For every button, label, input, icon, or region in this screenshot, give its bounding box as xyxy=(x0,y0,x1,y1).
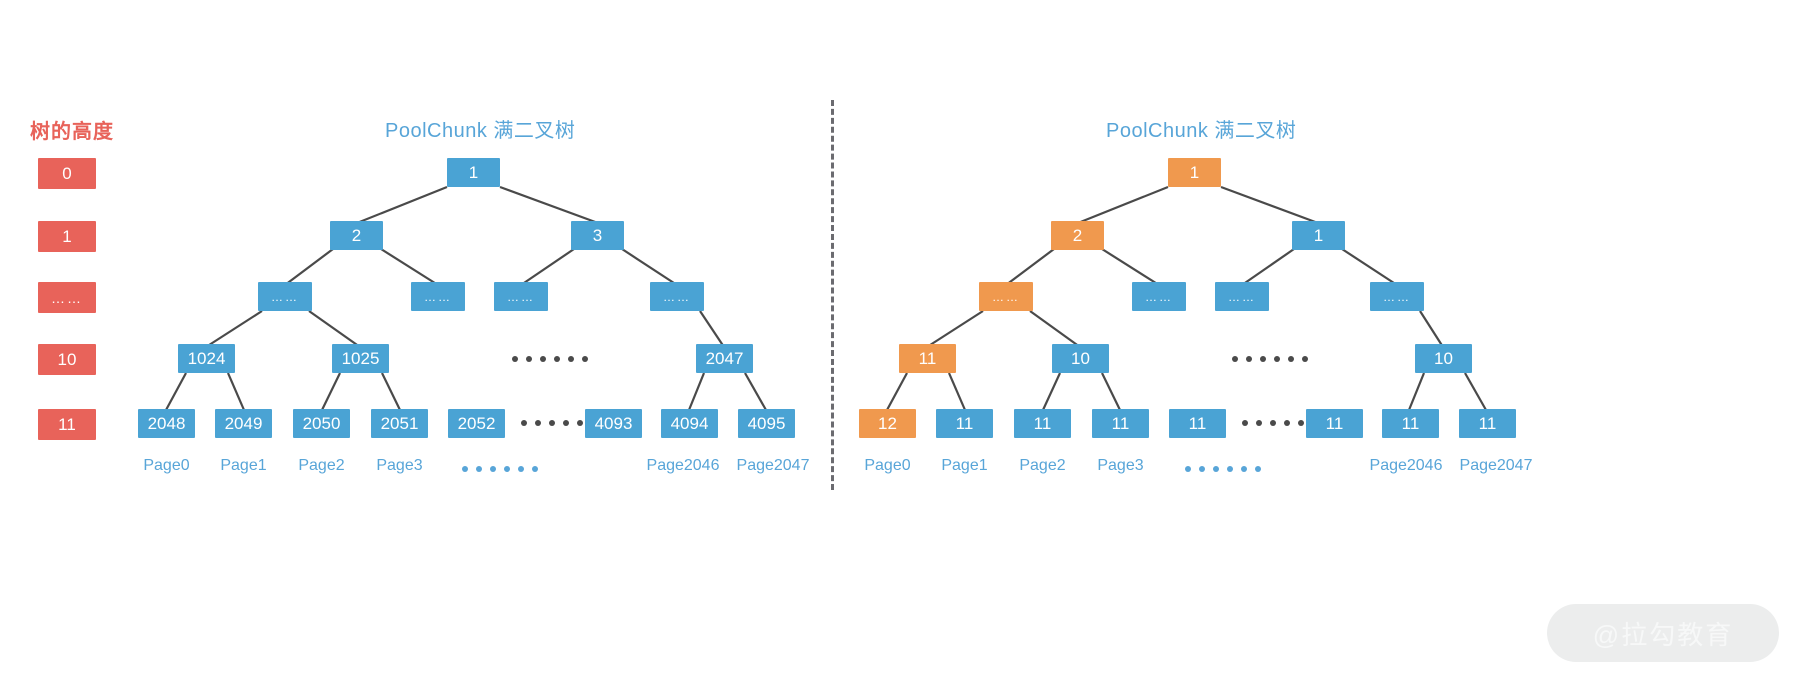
right-node-l10-0: 11 xyxy=(899,344,956,373)
right-node-l2-3: …… xyxy=(1370,282,1424,311)
left-node-l1-0: 2 xyxy=(330,221,383,250)
right-leaf-6: 11 xyxy=(1382,409,1439,438)
right-page-label-1: Page1 xyxy=(941,457,988,474)
height-level-1: 1 xyxy=(38,221,96,252)
left-page-label-2046: Page2046 xyxy=(646,457,720,474)
left-leaf-2049: 2049 xyxy=(215,409,272,438)
right-leaf-4: 11 xyxy=(1169,409,1226,438)
left-page-label-2: Page2 xyxy=(298,457,345,474)
left-node-l2-2: …… xyxy=(494,282,548,311)
right-leaf-1: 11 xyxy=(936,409,993,438)
right-page-label-ellipsis xyxy=(1185,466,1261,472)
right-page-label-2047: Page2047 xyxy=(1459,457,1533,474)
right-leaf-0: 12 xyxy=(859,409,916,438)
right-page-label-3: Page3 xyxy=(1097,457,1144,474)
left-leaf-2048: 2048 xyxy=(138,409,195,438)
left-level10-ellipsis xyxy=(512,356,588,362)
legend-title: 树的高度 xyxy=(30,121,114,143)
height-level-ellipsis: …… xyxy=(38,282,96,313)
right-page-label-2: Page2 xyxy=(1019,457,1066,474)
right-node-l1-0: 2 xyxy=(1051,221,1104,250)
left-page-label-0: Page0 xyxy=(143,457,190,474)
height-level-11: 11 xyxy=(38,409,96,440)
height-level-10: 10 xyxy=(38,344,96,375)
right-tree-title: PoolChunk 满二叉树 xyxy=(1106,120,1297,142)
right-leaf-3: 11 xyxy=(1092,409,1149,438)
watermark: @拉勾教育 xyxy=(1547,604,1779,662)
right-leaf-7: 11 xyxy=(1459,409,1516,438)
right-node-l1-1: 1 xyxy=(1292,221,1345,250)
left-node-l2-3: …… xyxy=(650,282,704,311)
left-node-root: 1 xyxy=(447,158,500,187)
left-node-l2-1: …… xyxy=(411,282,465,311)
right-node-l2-2: …… xyxy=(1215,282,1269,311)
right-node-l2-1: …… xyxy=(1132,282,1186,311)
left-leaf-2050: 2050 xyxy=(293,409,350,438)
left-node-l1-1: 3 xyxy=(571,221,624,250)
left-node-1025: 1025 xyxy=(332,344,389,373)
right-node-l10-1: 10 xyxy=(1052,344,1109,373)
right-leaf-5: 11 xyxy=(1306,409,1363,438)
right-level10-ellipsis xyxy=(1232,356,1308,362)
left-leaf-2052: 2052 xyxy=(448,409,505,438)
left-page-label-1: Page1 xyxy=(220,457,267,474)
left-node-2047: 2047 xyxy=(696,344,753,373)
left-page-label-3: Page3 xyxy=(376,457,423,474)
left-page-label-2047: Page2047 xyxy=(736,457,810,474)
left-node-l2-0: …… xyxy=(258,282,312,311)
vertical-divider xyxy=(831,100,834,490)
left-leaf-4095: 4095 xyxy=(738,409,795,438)
right-node-l2-0: …… xyxy=(979,282,1033,311)
right-node-l10-2: 10 xyxy=(1415,344,1472,373)
height-level-0: 0 xyxy=(38,158,96,189)
right-page-label-0: Page0 xyxy=(864,457,911,474)
left-leaf-2051: 2051 xyxy=(371,409,428,438)
left-leaf-4094: 4094 xyxy=(661,409,718,438)
left-node-1024: 1024 xyxy=(178,344,235,373)
right-node-root: 1 xyxy=(1168,158,1221,187)
left-tree-title: PoolChunk 满二叉树 xyxy=(385,120,576,142)
left-page-label-ellipsis xyxy=(462,466,538,472)
right-page-label-2046: Page2046 xyxy=(1369,457,1443,474)
right-leaf-2: 11 xyxy=(1014,409,1071,438)
left-leaf-4093: 4093 xyxy=(585,409,642,438)
